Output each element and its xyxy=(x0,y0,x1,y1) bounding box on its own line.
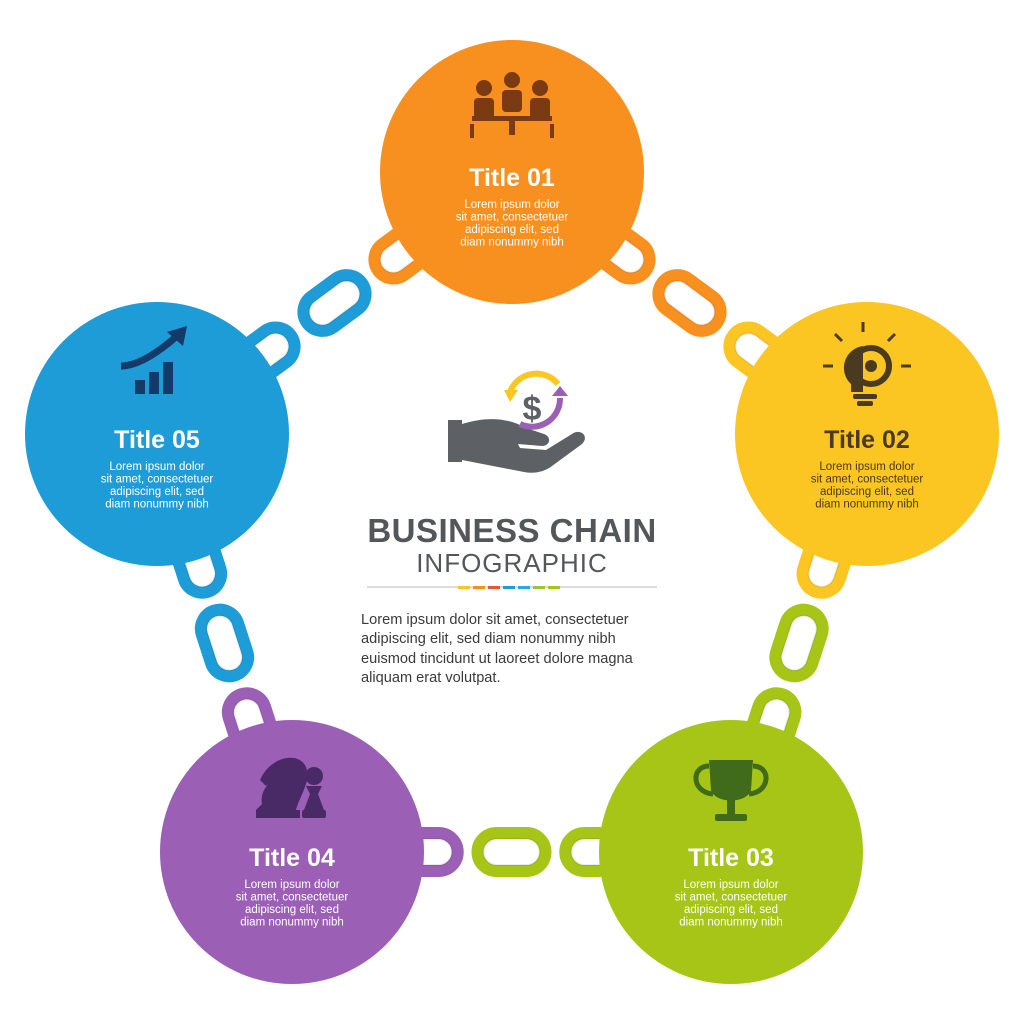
divider-dash xyxy=(518,586,530,589)
node-description-line: sit amet, consectetuer xyxy=(236,892,349,904)
page-title: BUSINESS CHAIN xyxy=(367,512,656,549)
node-title: Title 03 xyxy=(688,844,774,872)
node-description-line: adipiscing elit, sed xyxy=(110,486,204,498)
page-subtitle: INFOGRAPHIC xyxy=(416,548,608,578)
node-description-line: adipiscing elit, sed xyxy=(245,904,339,916)
body-line-2: adipiscing elit, sed diam nonummy nibh xyxy=(361,631,616,647)
node-description-line: diam nonummy nibh xyxy=(240,917,344,929)
node-description-line: sit amet, consectetuer xyxy=(101,474,214,486)
node-circle xyxy=(735,302,999,566)
node-description-line: Lorem ipsum dolor xyxy=(109,461,204,473)
node-description-line: diam nonummy nibh xyxy=(679,917,783,929)
meeting-icon xyxy=(470,72,554,138)
node-title: Title 01 xyxy=(469,164,555,192)
svg-text:$: $ xyxy=(523,390,542,428)
node-description-line: sit amet, consectetuer xyxy=(811,474,924,486)
trophy-icon xyxy=(693,760,769,821)
node-description-line: adipiscing elit, sed xyxy=(820,486,914,498)
center-panel: $ BUSINESS CHAIN INFOGRAPHIC Lorem ipsum… xyxy=(361,370,657,686)
body-line-3: euismod tincidunt ut laoreet dolore magn… xyxy=(361,651,634,667)
chain-link xyxy=(297,269,372,337)
divider-dash xyxy=(533,586,545,589)
node-circle xyxy=(25,302,289,566)
chain-link xyxy=(652,269,727,337)
divider-dash xyxy=(473,586,485,589)
node-circle xyxy=(599,720,863,984)
chain-link xyxy=(769,603,829,683)
node-description-line: Lorem ipsum dolor xyxy=(464,199,559,211)
node-description-line: diam nonummy nibh xyxy=(105,499,209,511)
node-description-line: sit amet, consectetuer xyxy=(675,892,788,904)
divider-dash xyxy=(488,586,500,589)
chain-link xyxy=(471,827,552,877)
chess-pieces-icon xyxy=(256,757,326,818)
node-circle xyxy=(160,720,424,984)
node-title: Title 05 xyxy=(114,426,200,454)
node-description-line: adipiscing elit, sed xyxy=(465,224,559,236)
node-description-line: Lorem ipsum dolor xyxy=(244,879,339,891)
node-circle xyxy=(380,40,644,304)
chain-link xyxy=(194,603,255,683)
node-description-line: Lorem ipsum dolor xyxy=(819,461,914,473)
node-description-line: diam nonummy nibh xyxy=(815,499,919,511)
body-line-4: aliquam erat volutpat. xyxy=(361,670,501,686)
body-line-1: Lorem ipsum dolor sit amet, consectetuer xyxy=(361,612,629,628)
divider xyxy=(367,586,657,589)
lightbulb-gear-icon xyxy=(823,322,911,406)
node-description-line: adipiscing elit, sed xyxy=(684,904,778,916)
node-description-line: Lorem ipsum dolor xyxy=(683,879,778,891)
node-title: Title 04 xyxy=(249,844,335,872)
node-title: Title 02 xyxy=(824,426,910,454)
divider-dash xyxy=(458,586,470,589)
node-description-line: diam nonummy nibh xyxy=(460,237,564,249)
divider-dash xyxy=(503,586,515,589)
hand-dollar-icon: $ xyxy=(448,370,585,473)
growth-chart-icon xyxy=(120,326,187,394)
divider-dash xyxy=(548,586,560,589)
node-description-line: sit amet, consectetuer xyxy=(456,212,569,224)
